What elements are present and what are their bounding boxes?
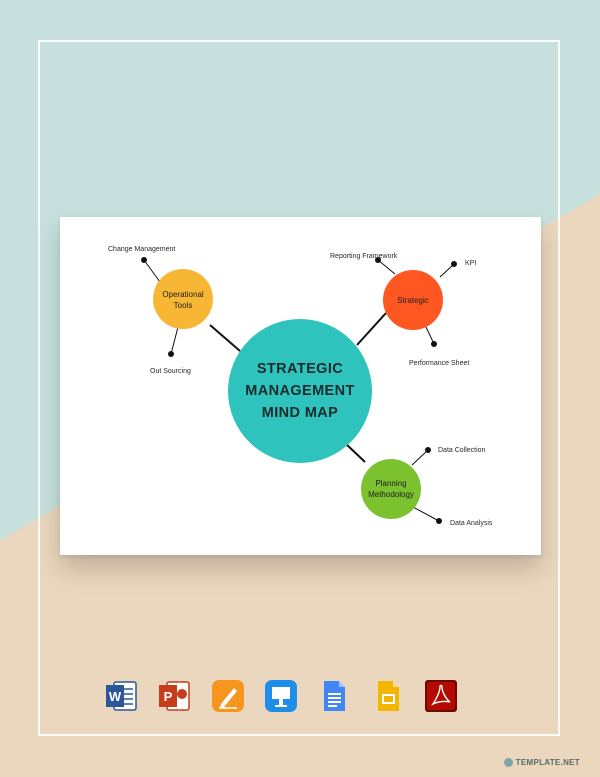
brand-text: TEMPLATE.NET: [515, 758, 580, 767]
decorative-frame: [38, 40, 560, 736]
leaf-label-change-management: Change Management: [108, 246, 175, 253]
center-label-line-3: MIND MAP: [262, 405, 339, 421]
connector-change-management: [143, 259, 161, 283]
branch-label-planning-line-2: Methodology: [368, 490, 414, 499]
branch-node-operational: [153, 269, 213, 329]
leaf-label-reporting-framework: Reporting Framework: [330, 253, 398, 260]
svg-text:P: P: [164, 689, 173, 704]
connector-data-analysis: [412, 506, 440, 522]
leaf-label-kpi: KPI: [465, 260, 476, 267]
branch-node-strategic: [383, 270, 443, 330]
branch-node-planning: [361, 459, 421, 519]
svg-text:W: W: [109, 689, 122, 704]
connector-reporting-framework: [377, 259, 396, 275]
brand-watermark: TEMPLATE.NET: [503, 758, 580, 767]
leaf-label-performance-sheet: Performance Sheet: [409, 360, 469, 367]
connector-center-operational: [209, 324, 241, 352]
connector-center-planning: [344, 442, 366, 463]
google-docs-icon[interactable]: [317, 679, 351, 713]
connector-kpi: [439, 263, 455, 278]
mind-map-card: STRATEGIC MANAGEMENT MIND MAP Operationa…: [60, 217, 541, 555]
leaf-dot-kpi: [451, 261, 457, 267]
leaf-dot-out-sourcing: [168, 351, 174, 357]
center-label-line-1: STRATEGIC: [257, 361, 343, 377]
branch-label-planning-line-1: Planning: [375, 479, 406, 488]
branch-label-strategic: Strategic: [397, 296, 429, 305]
center-node: [228, 319, 372, 463]
google-slides-icon[interactable]: [371, 679, 405, 713]
brand-logo-icon: [503, 758, 513, 767]
word-icon[interactable]: W: [104, 679, 138, 713]
leaf-label-data-analysis: Data Analysis: [450, 520, 493, 527]
leaf-dot-reporting-framework: [375, 257, 381, 263]
leaf-dot-data-collection: [425, 447, 431, 453]
leaf-label-data-collection: Data Collection: [438, 447, 486, 454]
file-format-icons: W P: [104, 678, 458, 714]
connector-out-sourcing: [170, 326, 179, 355]
connector-performance-sheet: [425, 326, 435, 345]
leaf-dot-performance-sheet: [431, 341, 437, 347]
mind-map-diagram: STRATEGIC MANAGEMENT MIND MAP Operationa…: [108, 246, 493, 527]
leaf-dot-change-management: [141, 257, 147, 263]
branch-label-operational-line-2: Tools: [174, 301, 193, 310]
leaf-label-out-sourcing: Out Sourcing: [150, 368, 191, 375]
center-label-line-2: MANAGEMENT: [245, 383, 355, 399]
leaf-dot-data-analysis: [436, 518, 442, 524]
powerpoint-icon[interactable]: P: [157, 679, 191, 713]
keynote-icon[interactable]: [264, 679, 298, 713]
connector-center-strategic: [356, 312, 387, 346]
pages-icon[interactable]: [211, 679, 245, 713]
branch-label-operational-line-1: Operational: [162, 290, 204, 299]
connector-data-collection: [411, 449, 429, 466]
pdf-icon[interactable]: [424, 679, 458, 713]
